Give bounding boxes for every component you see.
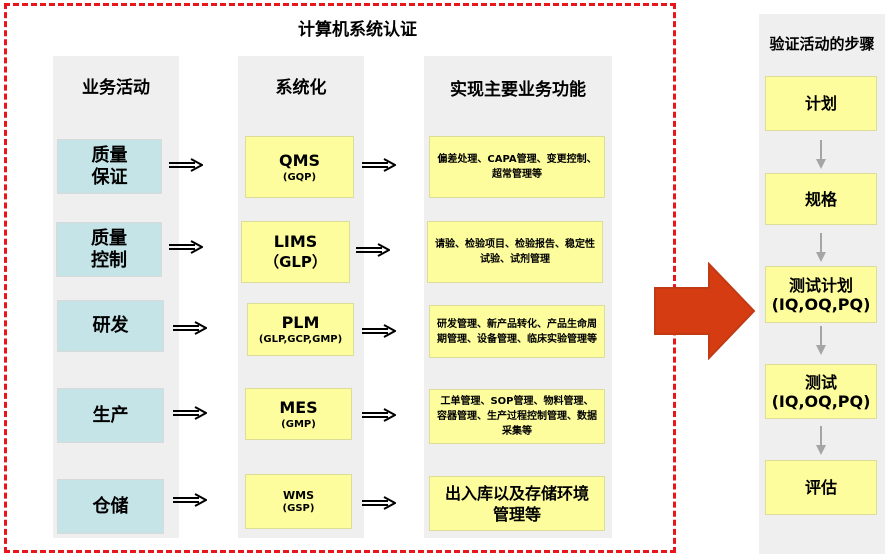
double-arrow-right-icon — [173, 406, 207, 420]
double-arrow-right-icon — [362, 496, 396, 510]
system-certification-frame — [4, 3, 676, 553]
business-column: 业务活动 — [53, 56, 179, 538]
system-column-header: 系统化 — [275, 78, 327, 98]
double-arrow-right-icon — [173, 493, 207, 507]
business-box-warehouse: 仓储 — [57, 479, 164, 534]
system-box-lims: LIMS （GLP） — [241, 221, 350, 283]
function-box-plm: 研发管理、新产品转化、产品生命周期管理、设备管理、临床实验管理等 — [429, 305, 605, 358]
main-title: 计算机系统认证 — [298, 20, 417, 40]
function-column-header: 实现主要业务功能 — [450, 80, 586, 100]
validation-steps-header: 验证活动的步骤 — [769, 35, 875, 53]
system-box-wms: WMS (GSP) — [245, 474, 352, 529]
step-plan: 计划 — [765, 76, 877, 131]
arrow-down-icon — [816, 426, 826, 455]
function-box-lims: 请验、检验项目、检验报告、稳定性试验、试剂管理 — [427, 221, 603, 283]
arrow-down-icon — [816, 140, 826, 169]
step-evaluation: 评估 — [765, 460, 877, 515]
business-box-production: 生产 — [57, 388, 164, 443]
business-box-quality-control: 质量控制 — [56, 222, 162, 277]
arrow-down-icon — [816, 326, 826, 355]
step-test-plan: 测试计划(IQ,OQ,PQ) — [765, 266, 877, 323]
double-arrow-right-icon — [173, 321, 207, 335]
system-box-qms: QMS (GQP) — [245, 136, 354, 198]
double-arrow-right-icon — [362, 408, 396, 422]
double-arrow-right-icon — [169, 158, 203, 172]
step-specification: 规格 — [765, 173, 877, 225]
function-box-wms: 出入库以及存储环境管理等 — [429, 476, 605, 531]
arrow-down-icon — [816, 233, 826, 262]
double-arrow-right-icon — [362, 324, 396, 338]
business-column-header: 业务活动 — [82, 78, 150, 98]
step-test: 测试(IQ,OQ,PQ) — [765, 364, 877, 419]
system-box-mes: MES (GMP) — [245, 388, 352, 440]
function-box-mes: 工单管理、SOP管理、物料管理、容器管理、生产过程控制管理、数据采集等 — [429, 389, 605, 444]
business-box-quality-assurance: 质量保证 — [57, 139, 162, 194]
function-column: 实现主要业务功能 — [424, 56, 612, 538]
system-column: 系统化 — [238, 56, 364, 538]
business-box-research: 研发 — [57, 300, 164, 352]
double-arrow-right-icon — [356, 243, 390, 257]
function-box-qms: 偏差处理、CAPA管理、变更控制、超常管理等 — [429, 136, 605, 198]
double-arrow-right-icon — [362, 158, 396, 172]
big-arrow-right-icon — [654, 262, 756, 360]
system-box-plm: PLM (GLP,GCP,GMP) — [247, 303, 354, 356]
double-arrow-right-icon — [169, 240, 203, 254]
